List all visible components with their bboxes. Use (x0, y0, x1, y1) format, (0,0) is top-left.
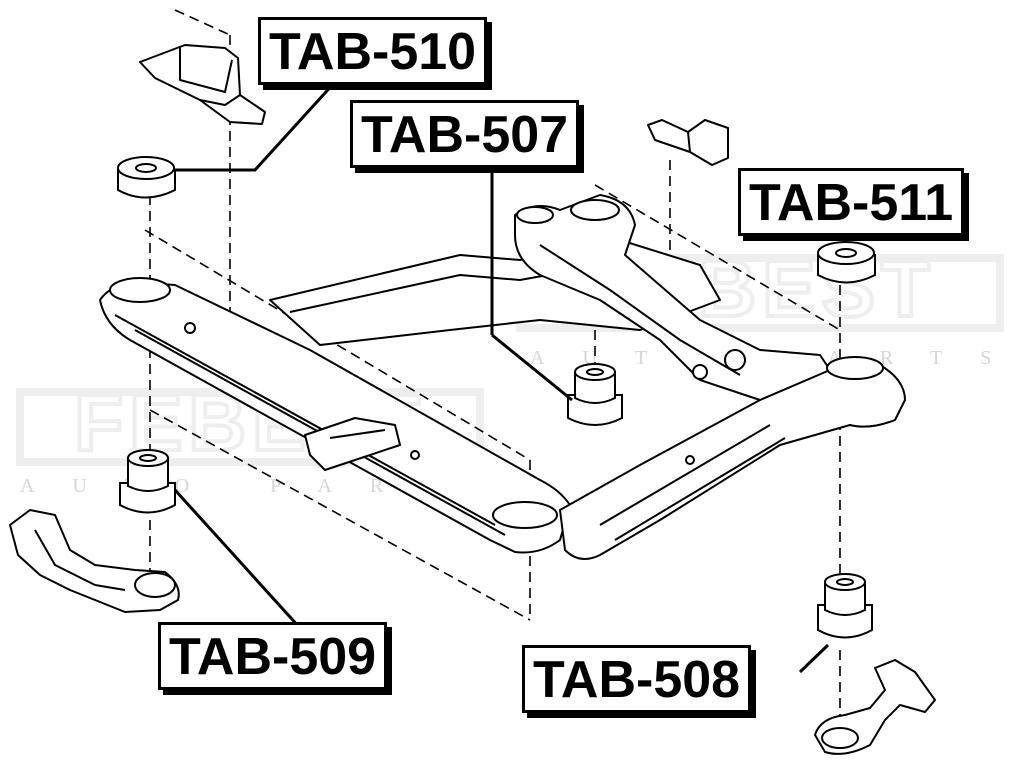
bushing-tab-510 (117, 156, 176, 199)
bushing-tab-511 (817, 241, 876, 284)
lower-arm-left (9, 509, 180, 613)
mount-bracket-upper-left (139, 44, 266, 125)
callout-tab-510: TAB-510 (258, 17, 488, 85)
lower-arm-right (814, 659, 936, 755)
callout-tab-511: TAB-511 (738, 168, 965, 236)
callout-tab-509: TAB-509 (158, 622, 388, 690)
bracket-upper-right (647, 119, 729, 166)
leader-lines (173, 80, 847, 674)
subframe-crossmember (99, 194, 906, 560)
callout-tab-507: TAB-507 (350, 100, 580, 168)
callout-tab-508: TAB-508 (522, 645, 752, 713)
bushing-tab-507 (567, 363, 623, 426)
bushing-tab-509 (119, 449, 176, 514)
bushing-tab-508 (817, 573, 873, 639)
